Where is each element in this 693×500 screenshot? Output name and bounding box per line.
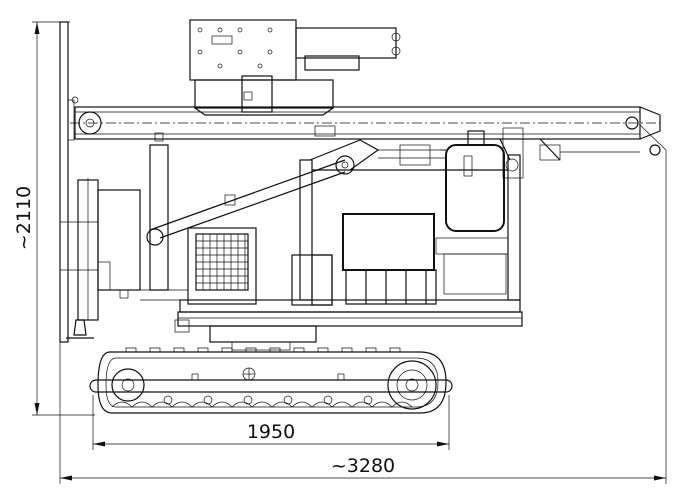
overall-length-dimension-label: ~3280 — [331, 455, 395, 477]
track-length-dimension-label: 1950 — [247, 421, 295, 443]
main-frame — [179, 154, 521, 313]
overall-length-dimension: ~3280 — [59, 150, 667, 484]
height-dimension: ~2110 — [13, 21, 95, 416]
hydraulic-unit — [291, 213, 509, 306]
crawler-track — [89, 347, 453, 414]
carbody — [174, 311, 523, 351]
support-arm — [119, 139, 380, 301]
mast-column — [59, 21, 141, 343]
engine-grille — [187, 227, 257, 305]
oil-tank — [378, 127, 524, 232]
track-length-dimension: 1950 — [92, 395, 450, 450]
boom — [70, 106, 661, 156]
feeder-head — [189, 19, 401, 116]
height-dimension-label: ~2110 — [13, 186, 35, 250]
boom-support-link — [499, 138, 640, 161]
